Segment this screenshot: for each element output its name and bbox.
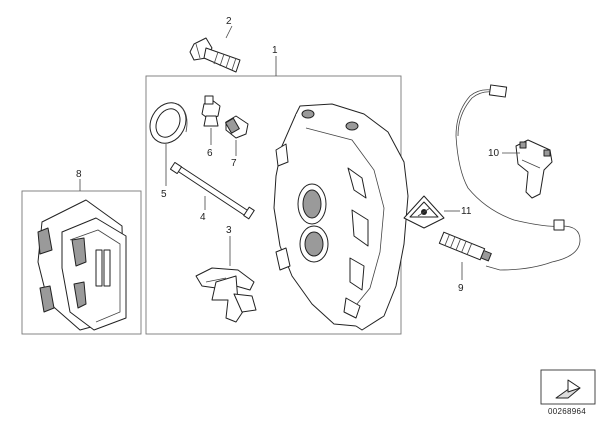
- anti-rattle-spring-part: [195, 267, 257, 323]
- leader-2: [225, 25, 233, 39]
- callout-11: 11: [461, 206, 472, 217]
- callout-9: 9: [458, 283, 464, 294]
- callout-8: 8: [76, 169, 82, 180]
- brake-pads-frame: [21, 190, 142, 335]
- reference-number: 00268964: [548, 407, 586, 416]
- sensor-bracket-part: [515, 139, 553, 199]
- callout-10: 10: [488, 148, 500, 159]
- callout-7: 7: [231, 158, 237, 169]
- guide-pin-part: [169, 161, 255, 220]
- callout-3: 3: [226, 225, 232, 236]
- callout-4: 4: [200, 212, 206, 223]
- callout-5: 5: [161, 189, 167, 200]
- brake-pads-part: [37, 199, 127, 331]
- triangle-warning-label-icon: [403, 195, 445, 229]
- wear-sensor-part: [438, 84, 581, 271]
- callout-6: 6: [207, 148, 213, 159]
- folded-page-icon: [540, 369, 596, 405]
- bolt-part: [189, 37, 241, 73]
- dust-cap-part: [225, 115, 249, 139]
- callout-1: 1: [272, 45, 278, 56]
- bleed-valve-part: [201, 95, 221, 127]
- callout-2: 2: [226, 16, 232, 27]
- seal-ring-part: [149, 102, 188, 144]
- brake-caliper-part: [273, 103, 409, 331]
